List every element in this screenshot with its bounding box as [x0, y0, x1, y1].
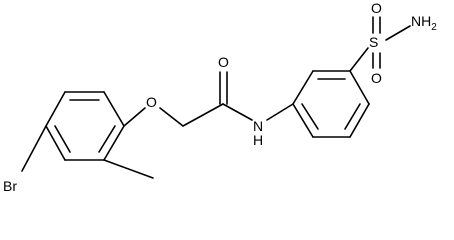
ring-b-inner-bond	[301, 103, 319, 130]
sulfur-label: S	[369, 34, 378, 50]
sulfur-nitrogen-bond	[385, 25, 411, 41]
amide-hydrogen-label: H	[253, 132, 263, 148]
methyl-bond	[103, 159, 154, 179]
ring-a-inner-bond	[98, 125, 116, 153]
amide-nitrogen-label: N	[253, 118, 263, 134]
ring-bromomethylphenyl	[45, 91, 125, 161]
ring-b-inner-bond	[344, 103, 361, 130]
ring-phenylene	[292, 70, 370, 138]
amide-bond	[222, 103, 253, 121]
bromine-label: Br	[3, 178, 17, 192]
bromo-bond	[21, 125, 47, 172]
ether-oxygen-label: O	[146, 94, 157, 110]
amine-subscript-2: 2	[431, 22, 437, 33]
ring-b-bond	[292, 70, 314, 105]
ring-a-bond	[103, 91, 125, 127]
amide-aryl-bond	[266, 103, 294, 121]
amine-nh-label: NH2	[411, 13, 437, 33]
structure-canvas: Br O O N H S O O NH2	[3, 0, 437, 192]
ether-bond-aryl	[123, 107, 146, 127]
ether-bond-ch2	[159, 107, 184, 127]
ring-a-inner-bond	[54, 125, 71, 153]
aryl-sulfur-bond	[349, 47, 369, 72]
amine-nh-text: NH	[411, 13, 431, 29]
methylene-bond	[182, 103, 224, 127]
ring-b-bond	[349, 103, 370, 138]
sulfonyl-oxygen-bottom-label: O	[371, 70, 382, 86]
ring-a-bond	[45, 125, 66, 161]
ring-b-bond	[292, 103, 314, 138]
chemical-structure: Br O O N H S O O NH2	[3, 0, 437, 192]
ring-a-bond	[103, 125, 125, 161]
sulfonyl-oxygen-top-label: O	[371, 0, 382, 16]
ring-b-bond	[349, 70, 370, 105]
ring-a-bond	[45, 91, 66, 127]
carbonyl-oxygen-label: O	[218, 54, 229, 70]
